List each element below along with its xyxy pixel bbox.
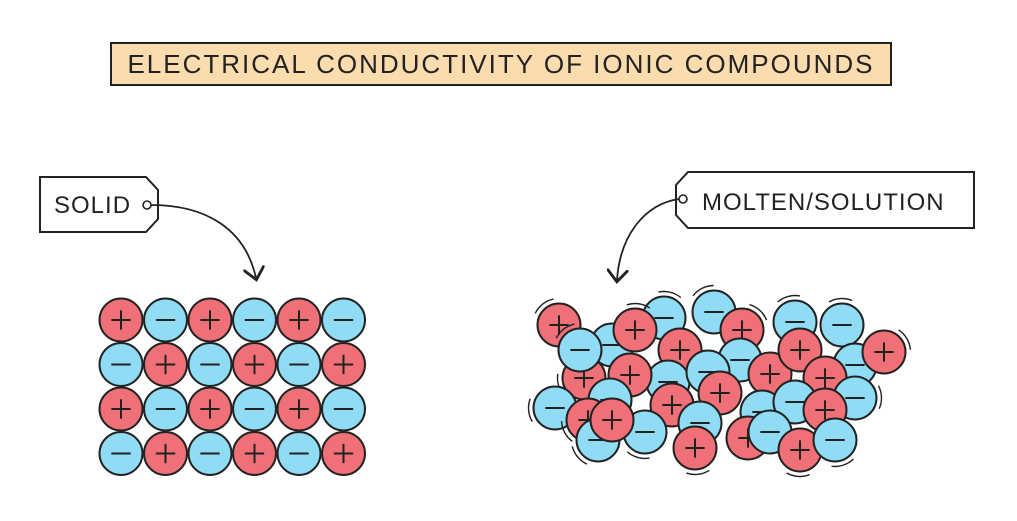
motion-line — [877, 385, 883, 410]
motion-line — [527, 398, 533, 423]
motion-line — [831, 458, 854, 468]
solid-tag: SOLID — [39, 176, 159, 233]
positive-ion — [321, 431, 366, 476]
positive-ion — [276, 386, 322, 432]
negative-ion — [276, 431, 322, 476]
positive-ion — [98, 297, 144, 343]
negative-ion — [187, 342, 233, 387]
positive-ion — [232, 431, 277, 476]
positive-ion — [321, 342, 366, 387]
positive-ion — [187, 297, 233, 343]
negative-ion — [321, 386, 366, 432]
positive-ion — [187, 386, 233, 432]
negative-ion — [321, 297, 366, 343]
motion-line — [786, 472, 810, 478]
motion-line — [658, 290, 682, 299]
positive-ion — [232, 342, 277, 387]
molten-ions — [527, 284, 912, 478]
negative-ion — [98, 431, 144, 476]
positive-ion — [143, 342, 188, 387]
motion-line — [828, 297, 853, 303]
motion-line — [626, 451, 650, 460]
negative-ion — [819, 297, 865, 348]
motion-line — [560, 421, 573, 442]
positive-ion — [276, 297, 322, 343]
motion-line — [777, 294, 801, 303]
motion-line — [686, 469, 710, 476]
negative-ion — [276, 342, 322, 387]
negative-ion — [232, 297, 277, 343]
molten-arrow — [617, 198, 680, 280]
solid-label: SOLID — [54, 192, 131, 219]
positive-ion — [98, 386, 144, 432]
positive-ion — [861, 329, 912, 375]
motion-line — [555, 323, 575, 339]
solid-lattice — [98, 297, 366, 476]
negative-ion — [98, 342, 144, 387]
molten-solution-tag: MOLTEN/SOLUTION — [675, 171, 975, 229]
negative-ion — [812, 417, 858, 468]
title-banner: ELECTRICAL CONDUCTIVITY OF IONIC COMPOUN… — [110, 42, 892, 86]
negative-ion — [143, 297, 188, 343]
positive-ion — [589, 397, 635, 443]
motion-line — [534, 298, 554, 314]
negative-ion — [187, 431, 233, 476]
negative-ion — [555, 323, 603, 373]
molten-solution-label: MOLTEN/SOLUTION — [702, 189, 945, 216]
positive-ion — [672, 425, 718, 476]
motion-line — [749, 303, 768, 321]
motion-line — [692, 284, 714, 297]
motion-line — [571, 446, 588, 465]
solid-arrow — [150, 204, 256, 278]
positive-ion — [612, 302, 658, 353]
positive-ion — [143, 431, 188, 476]
negative-ion — [143, 386, 188, 432]
diagram-title: ELECTRICAL CONDUCTIVITY OF IONIC COMPOUN… — [127, 48, 875, 79]
motion-line — [898, 329, 912, 350]
motion-line — [626, 302, 651, 309]
negative-ion — [232, 386, 277, 432]
